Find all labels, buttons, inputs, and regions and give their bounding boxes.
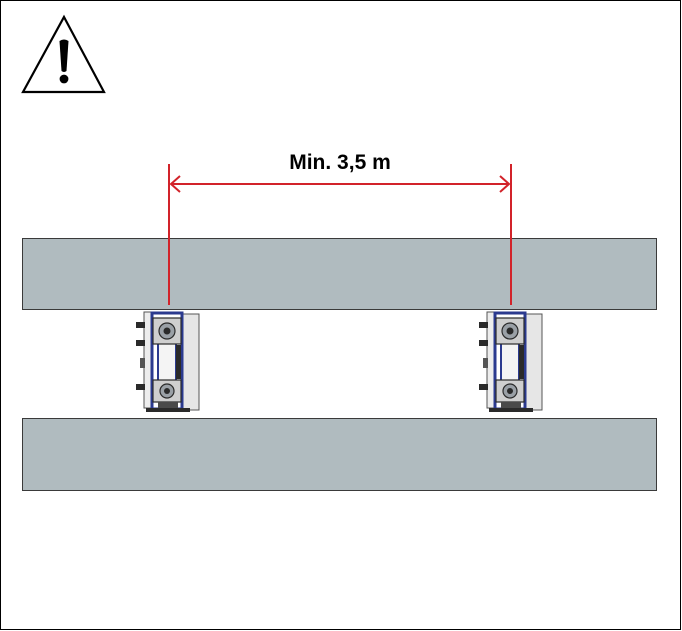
device-left — [136, 311, 200, 412]
rail-bottom — [22, 418, 657, 491]
device-right — [479, 311, 543, 412]
arrowhead-left-icon — [169, 175, 181, 193]
rail-top — [22, 238, 657, 310]
warning-triangle-icon — [21, 14, 106, 94]
dimension-marker — [168, 164, 512, 305]
dimension-label: Min. 3,5 m — [289, 151, 391, 174]
arrowhead-right-icon — [499, 175, 511, 193]
